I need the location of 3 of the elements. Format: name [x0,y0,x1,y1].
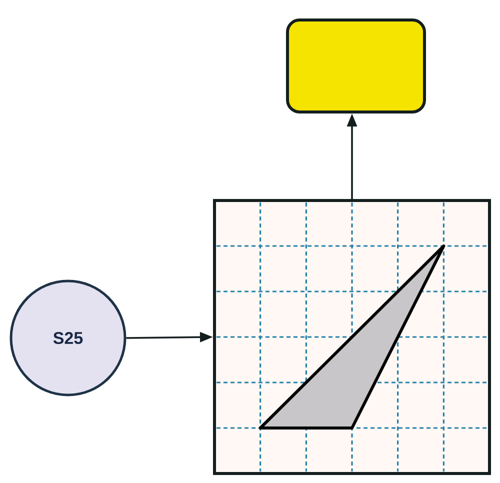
rounded-box [286,18,426,114]
circle-node: S25 [10,280,126,396]
grid-drawing [213,199,491,475]
